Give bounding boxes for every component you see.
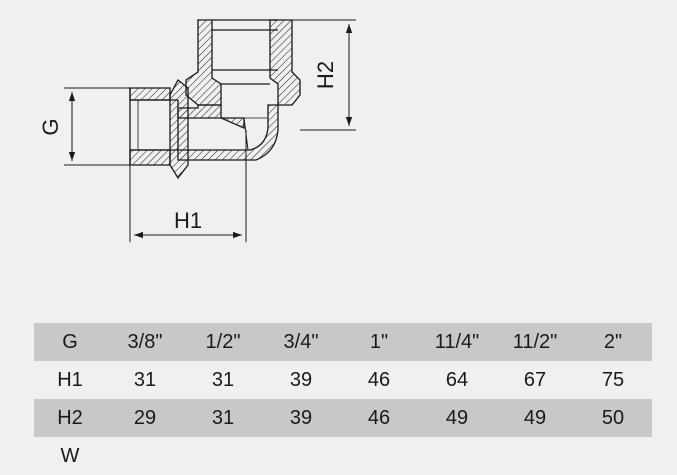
elbow-fitting-drawing: G H2 H1 [38,19,356,242]
table-cell [262,437,340,475]
table-cell: 2" [574,323,652,361]
socket-wall-right [269,19,301,106]
table-cell: 39 [262,361,340,399]
row-header: H1 [34,361,106,399]
male-thread-bottom [129,149,171,166]
row-header: G [34,323,106,361]
table-cell [184,437,262,475]
table-cell: 31 [184,361,262,399]
fitting-section [129,19,301,180]
table-cell [574,437,652,475]
table-cell: 3/8" [106,323,184,361]
table-cell: 29 [106,399,184,437]
table-cell: 50 [574,399,652,437]
table-cell: 64 [418,361,496,399]
row-header: W [34,437,106,475]
table-cell [106,437,184,475]
table-cell: 46 [340,361,418,399]
table-cell: 11/2" [496,323,574,361]
table-cell: 39 [262,399,340,437]
table-cell [340,437,418,475]
table-cell: 49 [418,399,496,437]
table-cell: 49 [496,399,574,437]
table-cell: 46 [340,399,418,437]
table-cell: 11/4" [418,323,496,361]
row-header: H2 [34,399,106,437]
table-cell: 3/4" [262,323,340,361]
g-dimension-label: G [38,118,63,135]
dimension-lines [64,19,356,242]
hex-collar [169,79,189,180]
table-cell: 1/2" [184,323,262,361]
table-cell [496,437,574,475]
male-thread-top [129,87,171,101]
table-row-w: W [34,437,652,475]
table-cell: 31 [106,361,184,399]
table-cell: 67 [496,361,574,399]
h2-dimension-label: H2 [313,61,338,89]
table-cell [418,437,496,475]
table-cell: 75 [574,361,652,399]
table-cell: 31 [184,399,262,437]
h1-dimension-label: H1 [174,208,202,233]
table-cell: 1" [340,323,418,361]
socket-wall-left [185,19,222,106]
